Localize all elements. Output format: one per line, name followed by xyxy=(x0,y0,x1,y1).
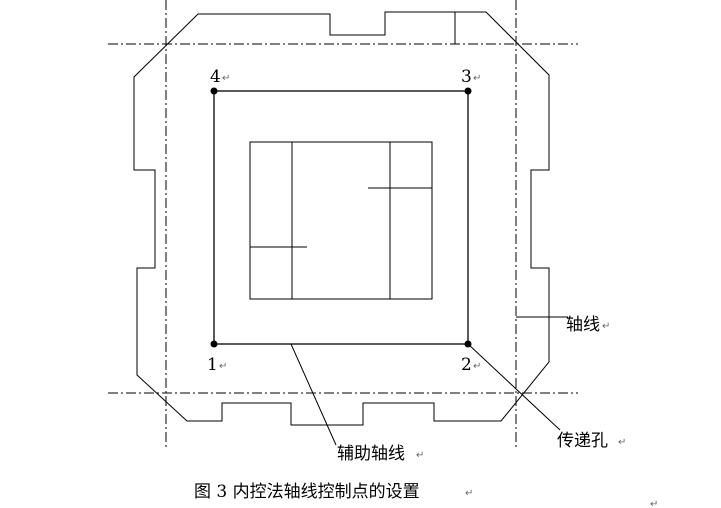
leader-line-transfer-hole xyxy=(467,343,561,431)
paragraph-mark-caption: ↵ xyxy=(465,488,473,499)
core-outline xyxy=(249,141,433,300)
paragraph-mark-4: ↵ xyxy=(222,73,230,84)
building-outline xyxy=(133,11,550,426)
paragraph-mark-2: ↵ xyxy=(473,361,481,372)
point-label-3: 3 xyxy=(461,67,472,87)
axis-label: 轴线 xyxy=(566,315,600,335)
paragraph-mark-auxiliary-axis: ↵ xyxy=(416,450,424,461)
paragraph-mark-transfer-hole: ↵ xyxy=(618,437,626,448)
axis-lines xyxy=(108,0,578,448)
auxiliary-axis-rectangle xyxy=(213,90,469,345)
point-label-1: 1 xyxy=(207,355,218,375)
point-label-4: 4 xyxy=(210,67,221,87)
leader-line-auxiliary-axis xyxy=(290,343,337,446)
control-points xyxy=(210,87,472,348)
control-point-3 xyxy=(464,87,472,95)
paragraph-mark-end: ↵ xyxy=(650,499,658,508)
figure-caption: 图 3 内控法轴线控制点的设置 xyxy=(194,482,420,502)
paragraph-mark-1: ↵ xyxy=(219,361,227,372)
point-label-2: 2 xyxy=(461,355,472,375)
auxiliary-axis-label: 辅助轴线 xyxy=(337,444,405,464)
paragraph-mark-3: ↵ xyxy=(473,73,481,84)
transfer-hole-label: 传递孔 xyxy=(557,431,608,451)
paragraph-mark-axis: ↵ xyxy=(602,321,610,332)
leader-lines xyxy=(290,316,568,446)
control-point-1 xyxy=(210,340,218,348)
inner-core xyxy=(249,141,433,300)
control-point-4 xyxy=(210,87,218,95)
